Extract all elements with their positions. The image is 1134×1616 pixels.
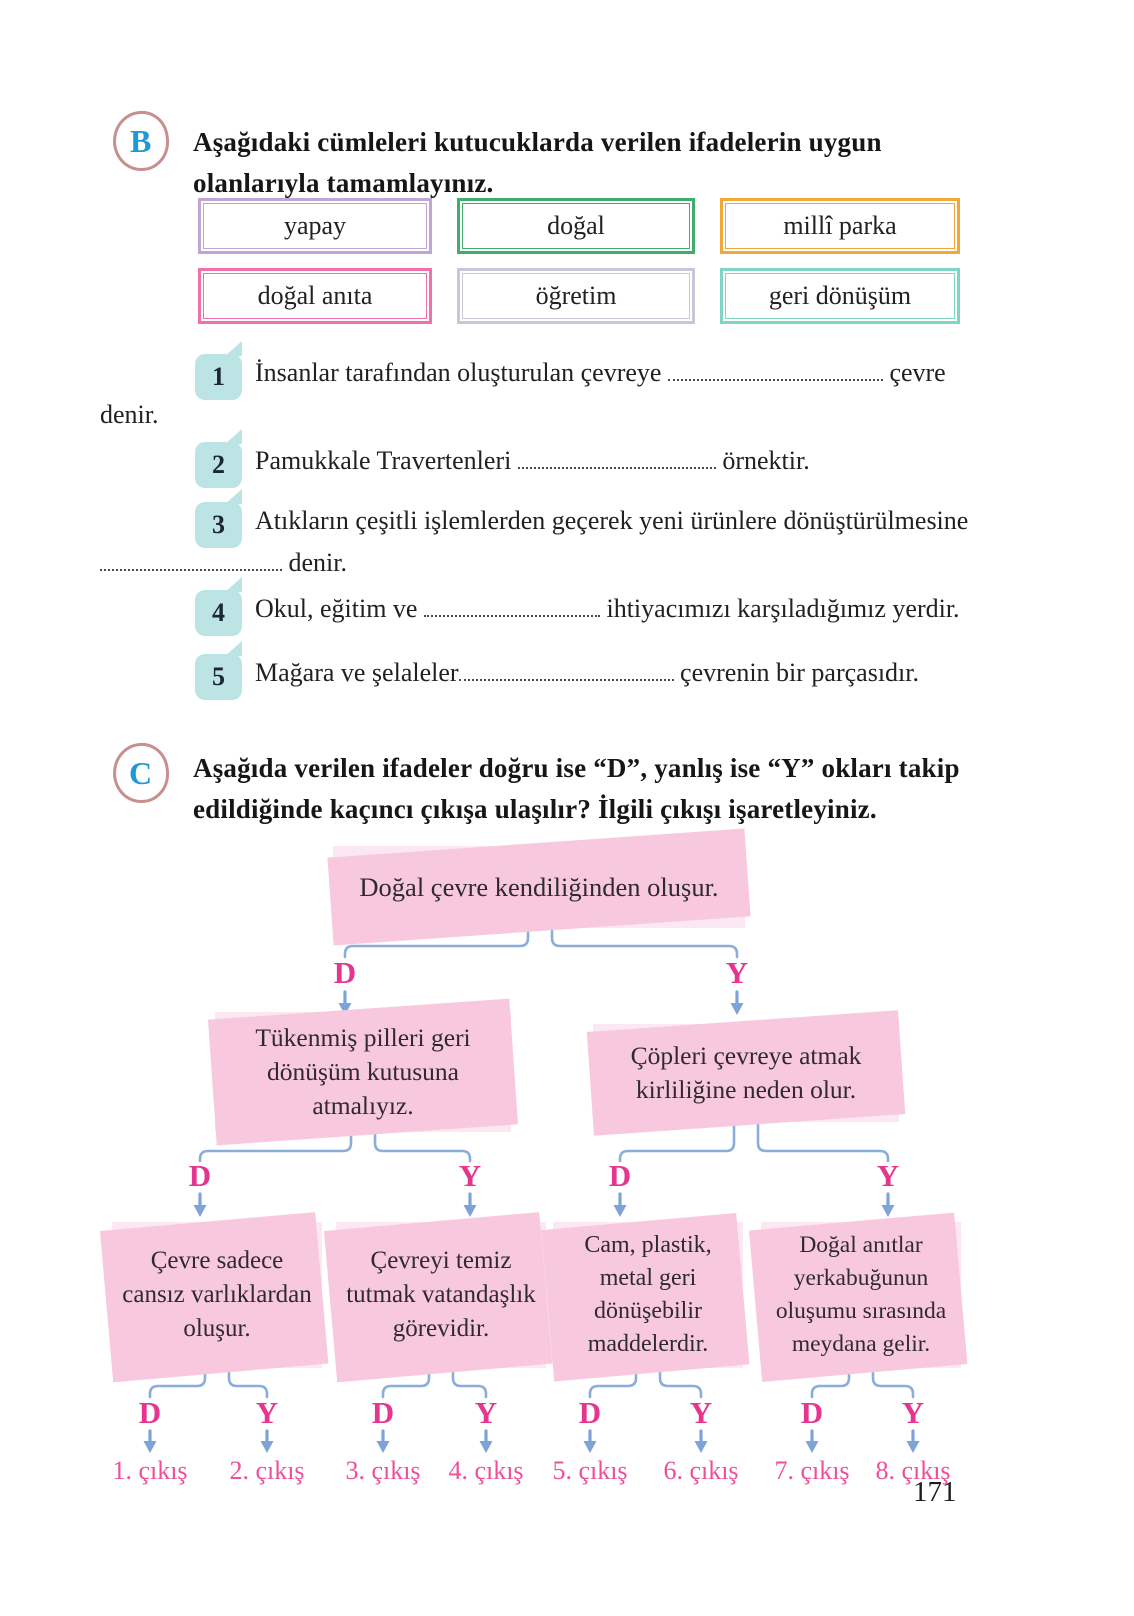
item-number-badge: 3	[195, 502, 242, 548]
item-text-before: İnsanlar tarafından oluşturulan çevreye	[255, 358, 662, 387]
word-box-geri-donusum: geri dönüşüm	[720, 268, 960, 324]
fill-item-3: 3 Atıkların çeşitli işlemlerden geçerek …	[100, 500, 978, 584]
section-c-badge: C	[110, 740, 172, 806]
branch-label-d: D	[188, 1158, 212, 1193]
branch-label-d: D	[608, 1158, 632, 1193]
section-b-badge: B	[110, 108, 172, 174]
word-box-label: geri dönüşüm	[725, 273, 955, 319]
word-box-dogal-anita: doğal anıta	[198, 268, 432, 324]
branch-label-d: D	[333, 955, 357, 990]
item-number-badge: 5	[195, 654, 242, 700]
section-c-instruction: Aşağıda verilen ifadeler doğru ise “D”, …	[193, 753, 960, 824]
exit-label-6[interactable]: 6. çıkış	[663, 1456, 739, 1485]
decision-tree: Doğal çevre kendiliğinden oluşur. Tükenm…	[0, 820, 1134, 1520]
section-b-instruction: Aşağıdaki cümleleri kutucuklarda verilen…	[193, 127, 882, 198]
word-box-label: öğretim	[462, 273, 690, 319]
fill-item-5: 5 Mağara ve şelaleler çevrenin bir parças…	[100, 652, 978, 700]
tree-node-level2-right: Çöpleri çevreye atmak kirliliğine neden …	[593, 1024, 899, 1122]
item-number-badge: 2	[195, 442, 242, 488]
tree-node-level3-2: Çevreyi temiz tutmak vatandaşlık görevid…	[336, 1222, 546, 1368]
item-number-badge: 1	[195, 354, 242, 400]
word-box-ogretim: öğretim	[457, 268, 695, 324]
item-text-after: çevrenin bir parçasıdır.	[680, 658, 919, 687]
bracket-lines	[148, 926, 915, 1399]
page-number: 171	[913, 1476, 957, 1508]
item-text-before: Atıkların çeşitli işlemlerden geçerek ye…	[255, 506, 969, 535]
item-text-after: örnektir.	[722, 446, 810, 475]
exit-label-3[interactable]: 3. çıkış	[345, 1456, 421, 1485]
branch-label-d: D	[371, 1395, 395, 1430]
branch-label-y: Y	[689, 1395, 713, 1430]
branch-label-y: Y	[474, 1395, 498, 1430]
exit-label-4[interactable]: 4. çıkış	[448, 1456, 524, 1485]
exit-label-7[interactable]: 7. çıkış	[774, 1456, 850, 1485]
tree-connectors	[143, 926, 920, 1453]
branch-label-d: D	[578, 1395, 602, 1430]
word-box-dogal: doğal	[457, 198, 695, 254]
tree-node-level3-4: Doğal anıtlar yerkabuğunun oluşumu sıras…	[761, 1222, 961, 1368]
branch-label-d: D	[800, 1395, 824, 1430]
branch-label-y: Y	[876, 1158, 900, 1193]
section-b-letter: B	[130, 122, 152, 159]
item-text-before: Pamukkale Travertenleri	[255, 446, 512, 475]
fill-blank-3[interactable]	[100, 549, 282, 571]
word-box-label: doğal	[462, 203, 690, 249]
item-text-after: denir.	[288, 548, 348, 577]
branch-label-y: Y	[255, 1395, 279, 1430]
section-c-letter: C	[129, 754, 153, 791]
fill-blank-5[interactable]	[458, 659, 674, 681]
fill-blank-4[interactable]	[423, 595, 600, 617]
word-box-label: millî parka	[725, 203, 955, 249]
arrow-heads	[143, 1003, 920, 1453]
fill-blank-2[interactable]	[517, 447, 716, 469]
branch-label-y: Y	[901, 1395, 925, 1430]
word-box-label: yapay	[203, 203, 427, 249]
fill-item-2: 2 Pamukkale Travertenleri örnektir.	[100, 440, 978, 488]
tree-node-level2-left: Tükenmiş pilleri geri dönüşüm kutusuna a…	[215, 1012, 511, 1132]
word-box-yapay: yapay	[198, 198, 432, 254]
tree-node-level3-1: Çevre sadece cansız varlıklardan oluşur.	[112, 1222, 322, 1368]
exit-label-8[interactable]: 8. çıkış	[875, 1456, 951, 1485]
branch-label-y: Y	[725, 955, 749, 990]
word-bank: yapay doğal millî parka doğal anıta öğre…	[198, 198, 960, 324]
tree-node-root: Doğal çevre kendiliğinden oluşur.	[333, 846, 745, 928]
item-number-badge: 4	[195, 590, 242, 636]
tree-node-level3-3: Cam, plastik, metal geri dönüşebilir mad…	[553, 1222, 743, 1368]
word-box-milli-parka: millî parka	[720, 198, 960, 254]
exit-label-2[interactable]: 2. çıkış	[229, 1456, 305, 1485]
fill-blank-1[interactable]	[667, 359, 883, 381]
item-text-before: Mağara ve şelaleler	[255, 658, 459, 687]
exit-label-1[interactable]: 1. çıkış	[112, 1456, 188, 1485]
item-text-after: ihtiyacımızı karşıladığımız yerdir.	[606, 594, 960, 623]
fill-item-4: 4 Okul, eğitim ve ihtiyacımızı karşıladı…	[100, 588, 978, 636]
fill-item-1: 1 İnsanlar tarafından oluşturulan çevrey…	[100, 352, 978, 436]
branch-label-y: Y	[458, 1158, 482, 1193]
item-text-after: çevre denir.	[100, 358, 946, 429]
exit-label-5[interactable]: 5. çıkış	[552, 1456, 628, 1485]
item-text-before: Okul, eğitim ve	[255, 594, 418, 623]
branch-label-d: D	[138, 1395, 162, 1430]
word-box-label: doğal anıta	[203, 273, 427, 319]
arrow-stems	[148, 990, 915, 1444]
